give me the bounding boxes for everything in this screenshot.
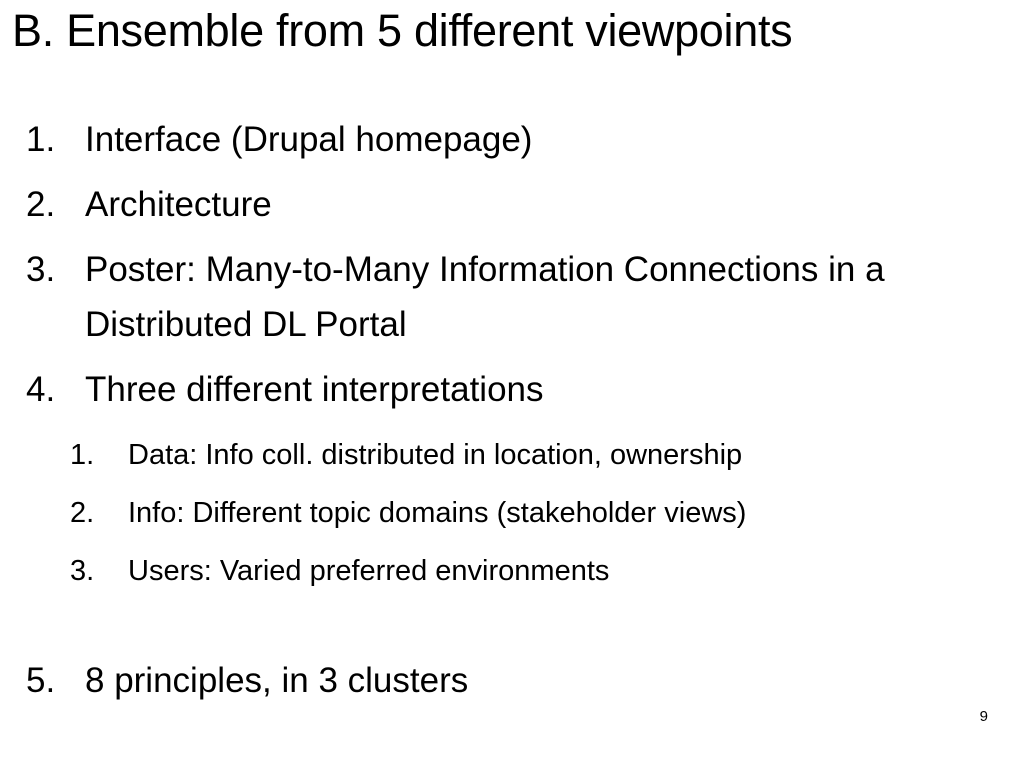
list-item: 1. Interface (Drupal homepage): [0, 112, 1024, 167]
sub-list-item-text: Info: Different topic domains (stakehold…: [128, 497, 747, 529]
list-item: 5. 8 principles, in 3 clusters: [0, 653, 1024, 708]
page-number: 9: [979, 708, 988, 725]
sub-list: 1. Data: Info coll. distributed in locat…: [0, 427, 1024, 599]
list-item-marker: 4.: [26, 370, 56, 409]
sub-list-item: 3. Users: Varied preferred environments: [0, 543, 1024, 599]
blank-line: [0, 601, 1024, 653]
sub-list-item: 1. Data: Info coll. distributed in locat…: [0, 427, 1024, 483]
list-item-marker: 5.: [26, 661, 56, 700]
list-item-marker: 1.: [26, 120, 56, 159]
sub-list-item-text: Users: Varied preferred environments: [128, 555, 610, 587]
slide-body-list: 1. Interface (Drupal homepage) 2. Archit…: [0, 112, 1024, 718]
list-item-text: Poster: Many-to-Many Information Connect…: [85, 250, 885, 344]
sub-list-item: 2. Info: Different topic domains (stakeh…: [0, 485, 1024, 541]
list-item-marker: 3.: [26, 250, 56, 289]
list-item: 2. Architecture: [0, 177, 1024, 232]
list-item-text: 8 principles, in 3 clusters: [85, 661, 469, 700]
sub-list-item-marker: 1.: [70, 439, 95, 471]
list-item-marker: 2.: [26, 185, 56, 224]
list-item-text: Interface (Drupal homepage): [85, 120, 533, 159]
list-item-text: Three different interpretations: [85, 370, 544, 409]
slide-title: B. Ensemble from 5 different viewpoints: [12, 5, 793, 56]
list-item: 4. Three different interpretations: [0, 362, 1024, 417]
list-item-text: Architecture: [85, 185, 272, 224]
sub-list-item-text: Data: Info coll. distributed in location…: [128, 439, 743, 471]
sub-list-item-marker: 2.: [70, 497, 95, 529]
list-item: 3. Poster: Many-to-Many Information Conn…: [0, 242, 1024, 352]
sub-list-item-marker: 3.: [70, 555, 95, 587]
